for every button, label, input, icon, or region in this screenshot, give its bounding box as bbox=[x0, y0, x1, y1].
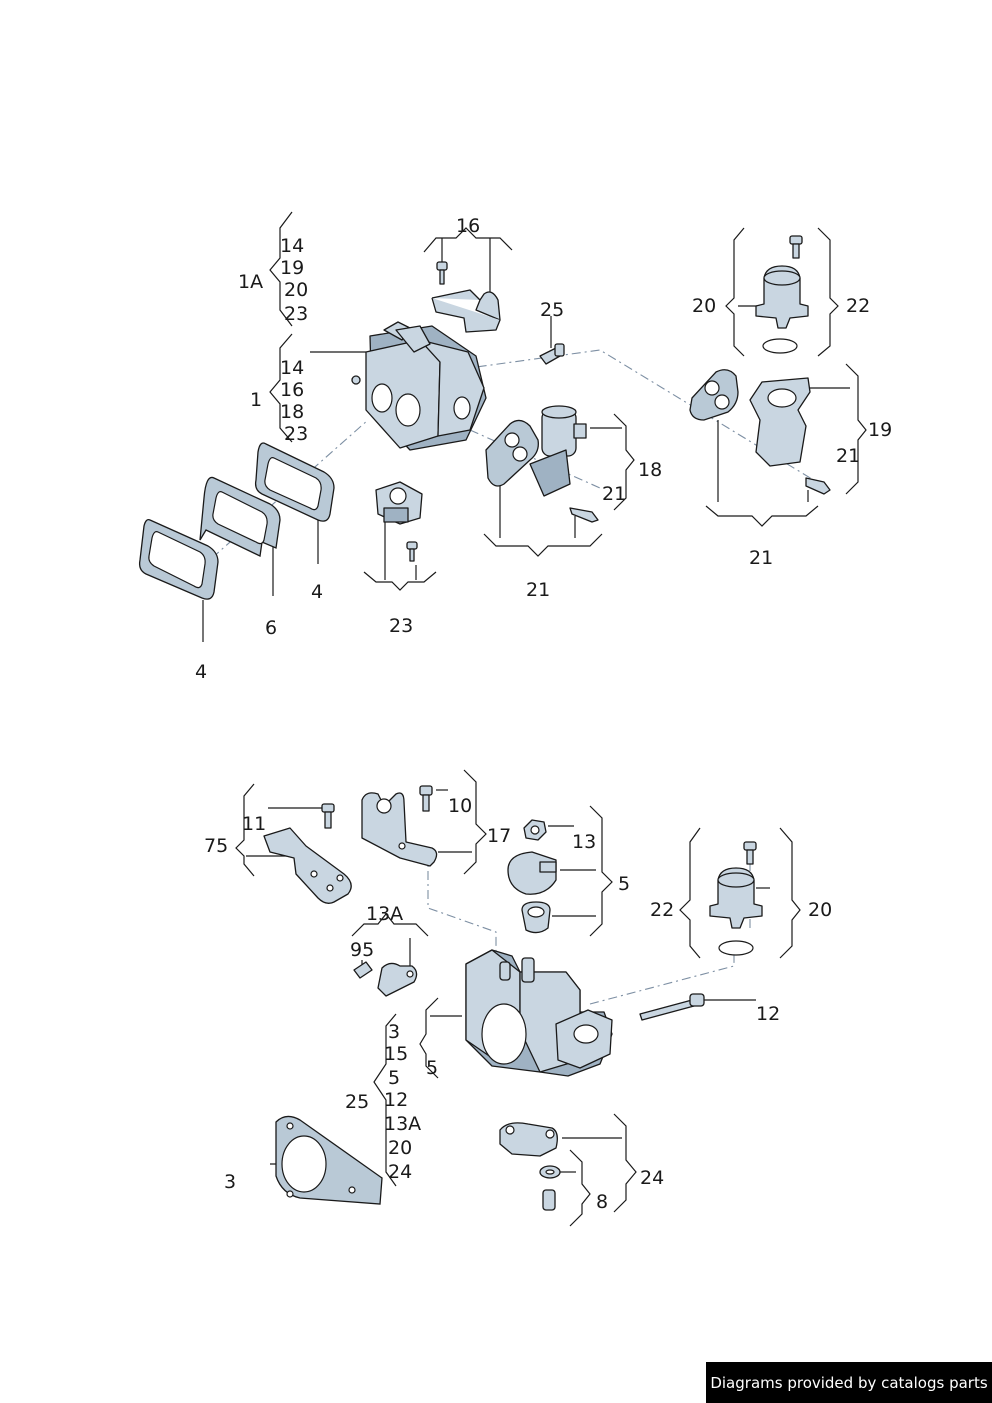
throttle-body-1 bbox=[351, 321, 487, 451]
label-20-top: 20 bbox=[692, 295, 716, 317]
label-1A: 1A bbox=[238, 271, 263, 293]
valve-20-top bbox=[755, 235, 809, 354]
gasket-3 bbox=[275, 1115, 383, 1205]
label-21-center-inner: 21 bbox=[602, 483, 626, 505]
label-16: 16 bbox=[456, 215, 480, 237]
label-3-gasket: 3 bbox=[224, 1171, 236, 1193]
label-24: 24 bbox=[640, 1167, 664, 1189]
screw-25 bbox=[539, 343, 565, 365]
label-21-center-bottom: 21 bbox=[526, 579, 550, 601]
cover-5 bbox=[507, 819, 557, 934]
throttle-body-lower bbox=[465, 949, 613, 1077]
label-list-13A: 13A bbox=[384, 1113, 421, 1135]
label-20-lower: 20 bbox=[808, 899, 832, 921]
label-mid-16: 16 bbox=[280, 379, 304, 401]
gasket-6 bbox=[199, 476, 281, 557]
bolt-12 bbox=[639, 993, 705, 1021]
credit-text: Diagrams provided by catalogs parts bbox=[710, 1373, 988, 1392]
bracket-17 bbox=[361, 785, 438, 867]
label-5-body: 5 bbox=[426, 1057, 438, 1079]
label-6: 6 bbox=[265, 617, 277, 639]
label-top-20: 20 bbox=[284, 279, 308, 301]
label-list-5: 5 bbox=[388, 1067, 400, 1089]
label-top-23: 23 bbox=[284, 303, 308, 325]
label-list-20: 20 bbox=[388, 1137, 412, 1159]
clip-13A bbox=[353, 961, 418, 997]
label-25-top: 25 bbox=[540, 299, 564, 321]
credit-banner: Diagrams provided by catalogs parts bbox=[706, 1362, 992, 1403]
label-11: 11 bbox=[242, 813, 266, 835]
label-17: 17 bbox=[487, 825, 511, 847]
label-13A-top: 13A bbox=[366, 903, 403, 925]
sensor-24 bbox=[499, 1122, 561, 1211]
label-13: 13 bbox=[572, 831, 596, 853]
gasket-4-left bbox=[138, 518, 219, 600]
label-1: 1 bbox=[250, 389, 262, 411]
label-top-19: 19 bbox=[280, 257, 304, 279]
label-8: 8 bbox=[596, 1191, 608, 1213]
label-4-right: 4 bbox=[311, 581, 323, 603]
bracket-75 bbox=[263, 803, 352, 904]
upper-assembly bbox=[138, 211, 867, 642]
label-list-15: 15 bbox=[384, 1043, 408, 1065]
label-18: 18 bbox=[638, 459, 662, 481]
label-mid-14: 14 bbox=[280, 357, 304, 379]
lower-assembly bbox=[235, 769, 801, 1227]
label-23: 23 bbox=[389, 615, 413, 637]
label-list-3: 3 bbox=[388, 1021, 400, 1043]
valve-20-lower bbox=[709, 841, 763, 956]
label-21-right-bottom: 21 bbox=[749, 547, 773, 569]
label-mid-23: 23 bbox=[284, 423, 308, 445]
label-list-12: 12 bbox=[384, 1089, 408, 1111]
label-21-right-inner: 21 bbox=[836, 445, 860, 467]
label-4-left: 4 bbox=[195, 661, 207, 683]
part-labels: 14 19 20 23 1A 14 16 18 23 1 16 25 20 22… bbox=[195, 215, 892, 1213]
connector-23 bbox=[375, 481, 423, 562]
label-top-14: 14 bbox=[280, 235, 304, 257]
gasket-4-right bbox=[254, 442, 335, 522]
flange-19 bbox=[689, 369, 831, 495]
valve-18 bbox=[485, 405, 599, 523]
label-5-cover: 5 bbox=[618, 873, 630, 895]
label-12: 12 bbox=[756, 1003, 780, 1025]
label-22-top: 22 bbox=[846, 295, 870, 317]
bracket-16 bbox=[431, 261, 501, 333]
label-10: 10 bbox=[448, 795, 472, 817]
label-95: 95 bbox=[350, 939, 374, 961]
label-75: 75 bbox=[204, 835, 228, 857]
label-22-lower: 22 bbox=[650, 899, 674, 921]
label-mid-18: 18 bbox=[280, 401, 304, 423]
label-19: 19 bbox=[868, 419, 892, 441]
label-list-24: 24 bbox=[388, 1161, 412, 1183]
label-25-bottom: 25 bbox=[345, 1091, 369, 1113]
